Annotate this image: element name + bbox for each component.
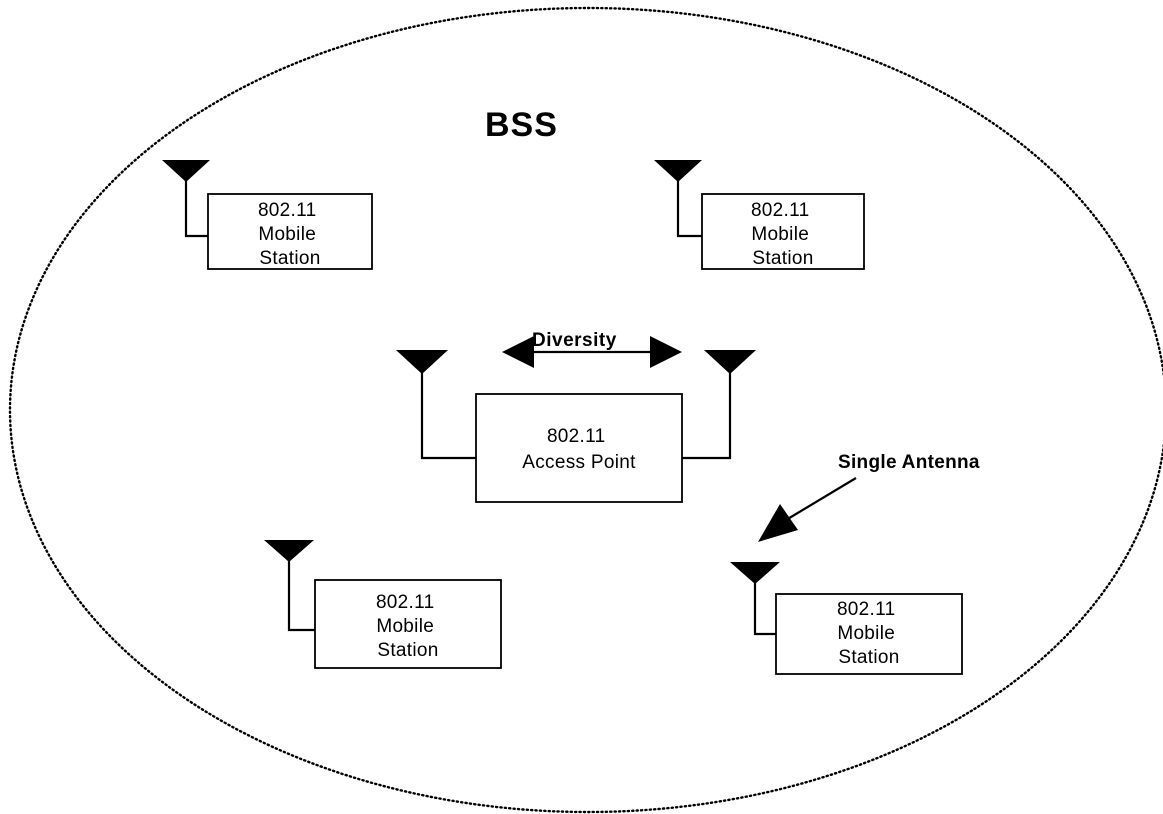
- station-box: [207, 193, 373, 270]
- station-line-3: Station: [838, 647, 899, 668]
- station-box: [314, 579, 502, 669]
- antenna-icon: [730, 562, 780, 584]
- ap-line-2: Access Point: [522, 452, 636, 473]
- ap-line-1: 802.11: [547, 426, 606, 447]
- station-line-1: 802.11: [837, 599, 896, 620]
- mobile-station-3: 802.11 Mobile Station: [264, 540, 502, 669]
- station-line-3: Station: [377, 640, 438, 661]
- svg-text:802.11 Access Point: 802.11 Access Point: [522, 426, 636, 473]
- station-line-1: 802.11: [258, 200, 317, 221]
- access-point-box: [475, 393, 683, 503]
- station-line-1: 802.11: [751, 200, 810, 221]
- arrowhead-right-icon: [650, 336, 682, 368]
- station-line-2: Mobile: [751, 224, 809, 245]
- antenna-cable: [287, 560, 315, 632]
- station-line-2: Mobile: [376, 616, 434, 637]
- svg-text:802.11 Mobile Stat: 802.11 Mobile Station: [376, 592, 440, 661]
- antenna-left-cable: [420, 372, 476, 460]
- svg-text:802.11 Mobile Stat: 802.11 Mobile Station: [751, 200, 815, 269]
- diversity-arrow: [502, 336, 682, 368]
- antenna-cable: [753, 582, 776, 636]
- antenna-left-icon: [396, 350, 448, 374]
- station-line-2: Mobile: [258, 224, 316, 245]
- antenna-icon: [654, 160, 702, 182]
- svg-text:802.11 Mobile Stat: 802.11 Mobile Station: [258, 200, 322, 269]
- single-antenna-arrow: [758, 477, 857, 542]
- station-line-3: Station: [259, 248, 320, 269]
- mobile-station-4: 802.11 Mobile Station: [730, 562, 963, 675]
- antenna-cable: [184, 180, 208, 238]
- mobile-station-1: 802.11 Mobile Station: [162, 160, 373, 270]
- antenna-right-icon: [704, 350, 756, 374]
- antenna-cable: [676, 180, 702, 238]
- bss-label: BSS: [485, 106, 558, 144]
- bss-boundary: [8, 6, 1163, 814]
- svg-text:802.11 Mobile Stat: 802.11 Mobile Station: [837, 599, 901, 668]
- station-line-2: Mobile: [837, 623, 895, 644]
- station-line-1: 802.11: [376, 592, 435, 613]
- access-point: 802.11 Access Point: [396, 350, 756, 503]
- station-line-3: Station: [752, 248, 813, 269]
- mobile-station-2: 802.11 Mobile Station: [654, 160, 865, 270]
- arrowhead-icon: [758, 504, 798, 542]
- antenna-right-cable: [682, 372, 732, 460]
- station-box: [701, 193, 865, 270]
- diversity-label: Diversity: [532, 330, 617, 351]
- antenna-icon: [162, 160, 210, 182]
- station-box: [775, 593, 963, 675]
- arrowhead-left-icon: [502, 336, 534, 368]
- antenna-icon: [264, 540, 314, 562]
- single-antenna-label: Single Antenna: [838, 452, 980, 473]
